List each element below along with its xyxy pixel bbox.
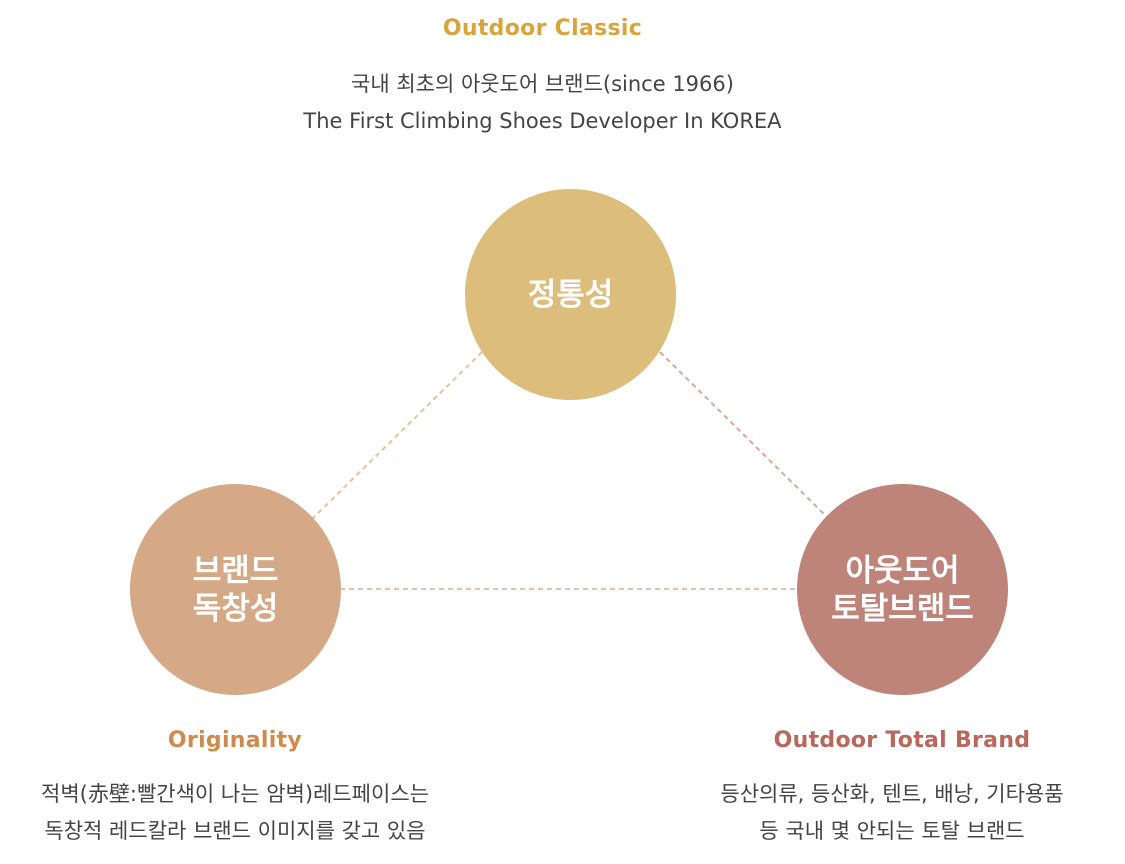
total-brand-heading: Outdoor Total Brand xyxy=(773,728,1031,753)
originality-description: 적벽(赤壁:빨간색이 나는 암벽)레드페이스는 독창적 레드칼라 브랜드 이미지… xyxy=(0,776,470,850)
circle-right-line1: 아웃도어 xyxy=(845,552,960,589)
circle-outdoor-total-brand: 아웃도어 토탈브랜드 xyxy=(797,484,1008,695)
total-brand-description: 등산의류, 등산화, 텐트, 배낭, 기타용품 등 국내 몇 안되는 토탈 브랜… xyxy=(667,776,1117,850)
connector-top-left xyxy=(312,351,483,519)
circle-brand-originality: 브랜드 독창성 xyxy=(130,484,341,695)
top-description-line1: 국내 최초의 아웃도어 브랜드(since 1966) xyxy=(351,72,734,96)
circle-tradition-label: 정통성 xyxy=(527,276,614,313)
top-description: 국내 최초의 아웃도어 브랜드(since 1966) The First Cl… xyxy=(0,66,1085,140)
top-description-line2: The First Climbing Shoes Developer In KO… xyxy=(303,109,782,133)
circle-right-line2: 토탈브랜드 xyxy=(831,590,974,627)
connector-top-right xyxy=(659,351,829,519)
top-heading: Outdoor Classic xyxy=(442,16,643,41)
total-brand-line1: 등산의류, 등산화, 텐트, 배낭, 기타용품 xyxy=(720,782,1064,806)
circle-tradition: 정통성 xyxy=(465,189,676,400)
circle-left-line2: 독창성 xyxy=(192,590,279,627)
total-brand-line2: 등 국내 몇 안되는 토탈 브랜드 xyxy=(759,819,1025,843)
originality-line2: 독창적 레드칼라 브랜드 이미지를 갖고 있음 xyxy=(44,819,426,843)
originality-heading: Originality xyxy=(167,728,303,753)
originality-line1: 적벽(赤壁:빨간색이 나는 암벽)레드페이스는 xyxy=(41,782,429,806)
circle-left-line1: 브랜드 xyxy=(192,552,279,589)
